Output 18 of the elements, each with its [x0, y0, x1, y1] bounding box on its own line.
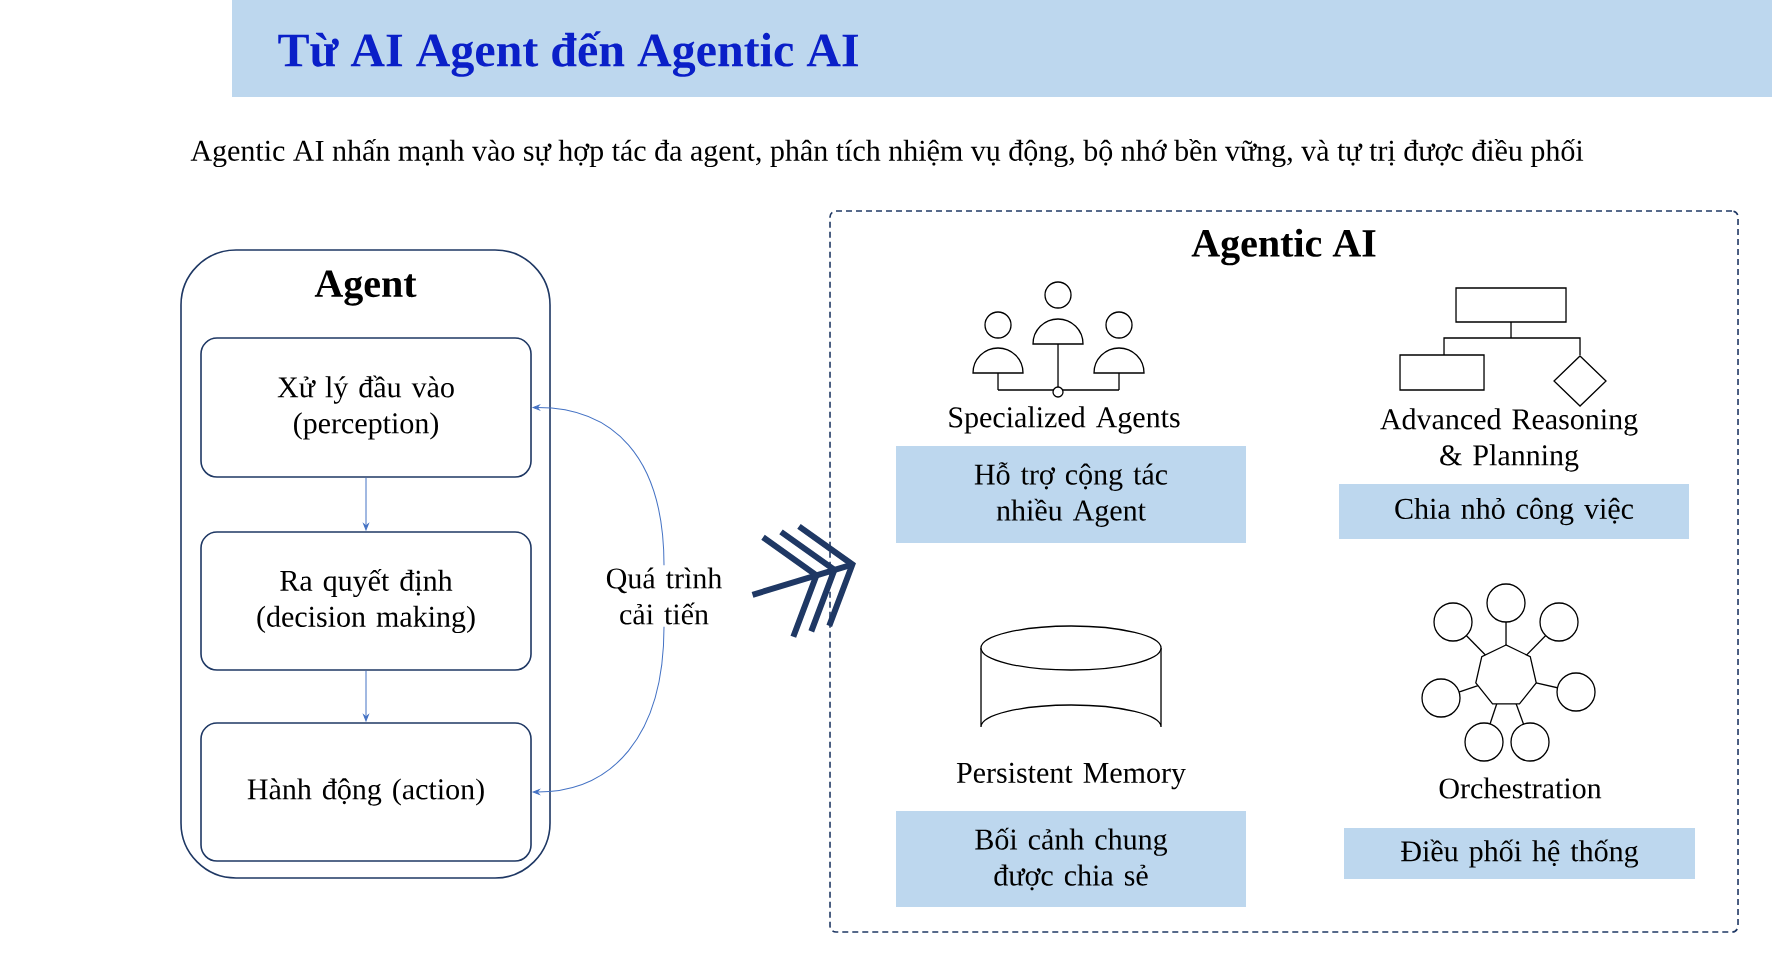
process-box: Ra quyết định (decision making): [200, 531, 532, 671]
subtitle: Agentic AI nhấn mạnh vào sự hợp tác đa agent, phân tích nhiệm vụ động, bộ nhớ bền vững, và tự trị được điều phối: [190, 138, 1584, 168]
title-banner: Từ AI Agent đến Agentic AI: [232, 0, 1772, 97]
text-box: Bối cảnh chung được chia sẻ: [896, 811, 1246, 907]
process-box: Hành động (action): [200, 722, 532, 862]
arrow: [532, 626, 665, 795]
arrow: [363, 477, 369, 531]
arrow: [532, 404, 665, 566]
heading: Orchestration: [1439, 777, 1602, 799]
heading: Persistent Memory: [956, 762, 1186, 790]
heading: Specialized Agents: [949, 406, 1180, 434]
text-box: Chia nhỏ công việc: [1339, 484, 1689, 539]
arrow: [363, 670, 369, 722]
heading: Advanced Reasoning & Planning: [1380, 408, 1638, 472]
text-box: Điều phối hệ thống: [1344, 828, 1695, 879]
process-label: Quá trình cải tiến: [606, 567, 722, 625]
text-box: Hỗ trợ cộng tác nhiều Agent: [896, 446, 1246, 543]
process-box: Xử lý đầu vào (perception): [200, 337, 532, 478]
